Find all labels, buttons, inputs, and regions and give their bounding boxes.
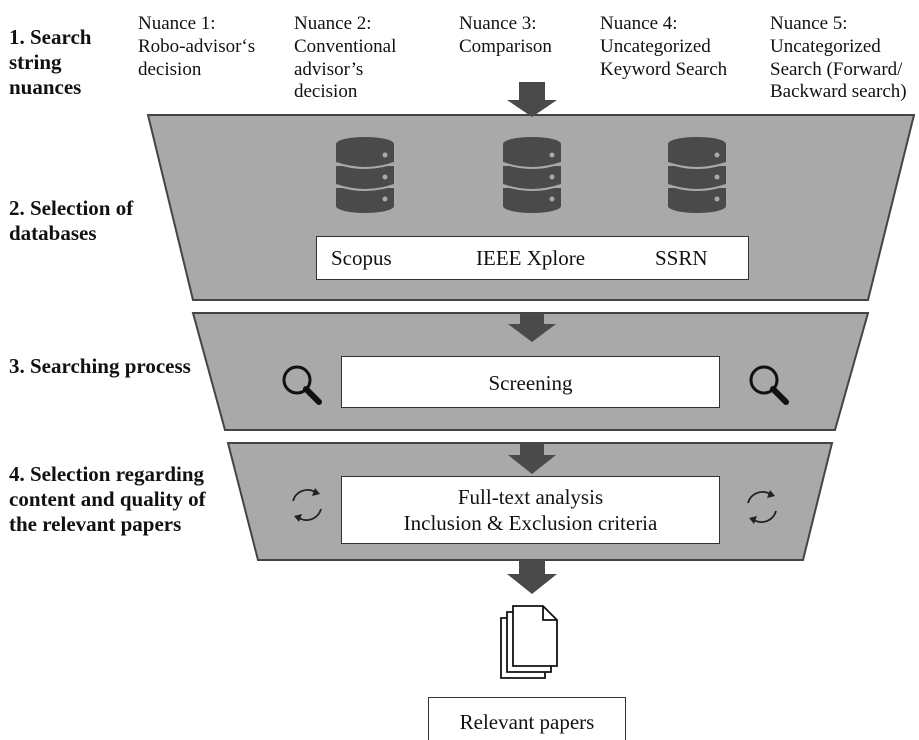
- refresh-cycle-icon: [292, 488, 322, 522]
- database-icon: [335, 137, 395, 213]
- fulltext-line-1: Full-text analysis: [457, 485, 604, 509]
- down-arrow-icon: [508, 313, 556, 342]
- screening-label: Screening: [488, 371, 573, 395]
- magnifier-icon: [282, 365, 322, 405]
- nuance-3-label: Nuance 3: Comparison: [459, 13, 552, 57]
- down-arrow-icon: [507, 560, 557, 594]
- step-1-label: 1. Search string nuances: [9, 25, 92, 100]
- database-icon: [667, 137, 727, 213]
- screening-box: [341, 356, 720, 408]
- fulltext-line-2: Inclusion & Exclusion criteria: [403, 511, 658, 535]
- nuance-1-label: Nuance 1: Robo-advisor‘s decision: [138, 13, 256, 80]
- nuance-4-label: Nuance 4: Uncategorized Keyword Search: [600, 13, 728, 80]
- database-ssrn-label: SSRN: [655, 246, 708, 270]
- database-icon: [502, 137, 562, 213]
- step-3-label: 3. Searching process: [9, 354, 191, 378]
- nuance-5-label: Nuance 5: Uncategorized Search (Forward/…: [770, 13, 907, 103]
- documents-stack-icon: [500, 605, 558, 679]
- database-ieee-xplore-label: IEEE Xplore: [476, 246, 586, 270]
- relevant-papers-label: Relevant papers: [459, 710, 595, 734]
- magnifier-icon: [749, 365, 789, 405]
- database-scopus-label: Scopus: [331, 246, 392, 270]
- fulltext-box: [341, 476, 720, 544]
- step-4-label: 4. Selection regarding content and quali…: [9, 462, 206, 537]
- down-arrow-icon: [507, 82, 557, 117]
- down-arrow-icon: [508, 443, 556, 474]
- step-2-label: 2. Selection of databases: [9, 196, 134, 246]
- relevant-papers-box: [428, 697, 626, 740]
- nuance-2-label: Nuance 2: Conventional advisor’s decisio…: [294, 13, 397, 103]
- refresh-cycle-icon: [747, 490, 777, 524]
- databases-box: [316, 236, 749, 280]
